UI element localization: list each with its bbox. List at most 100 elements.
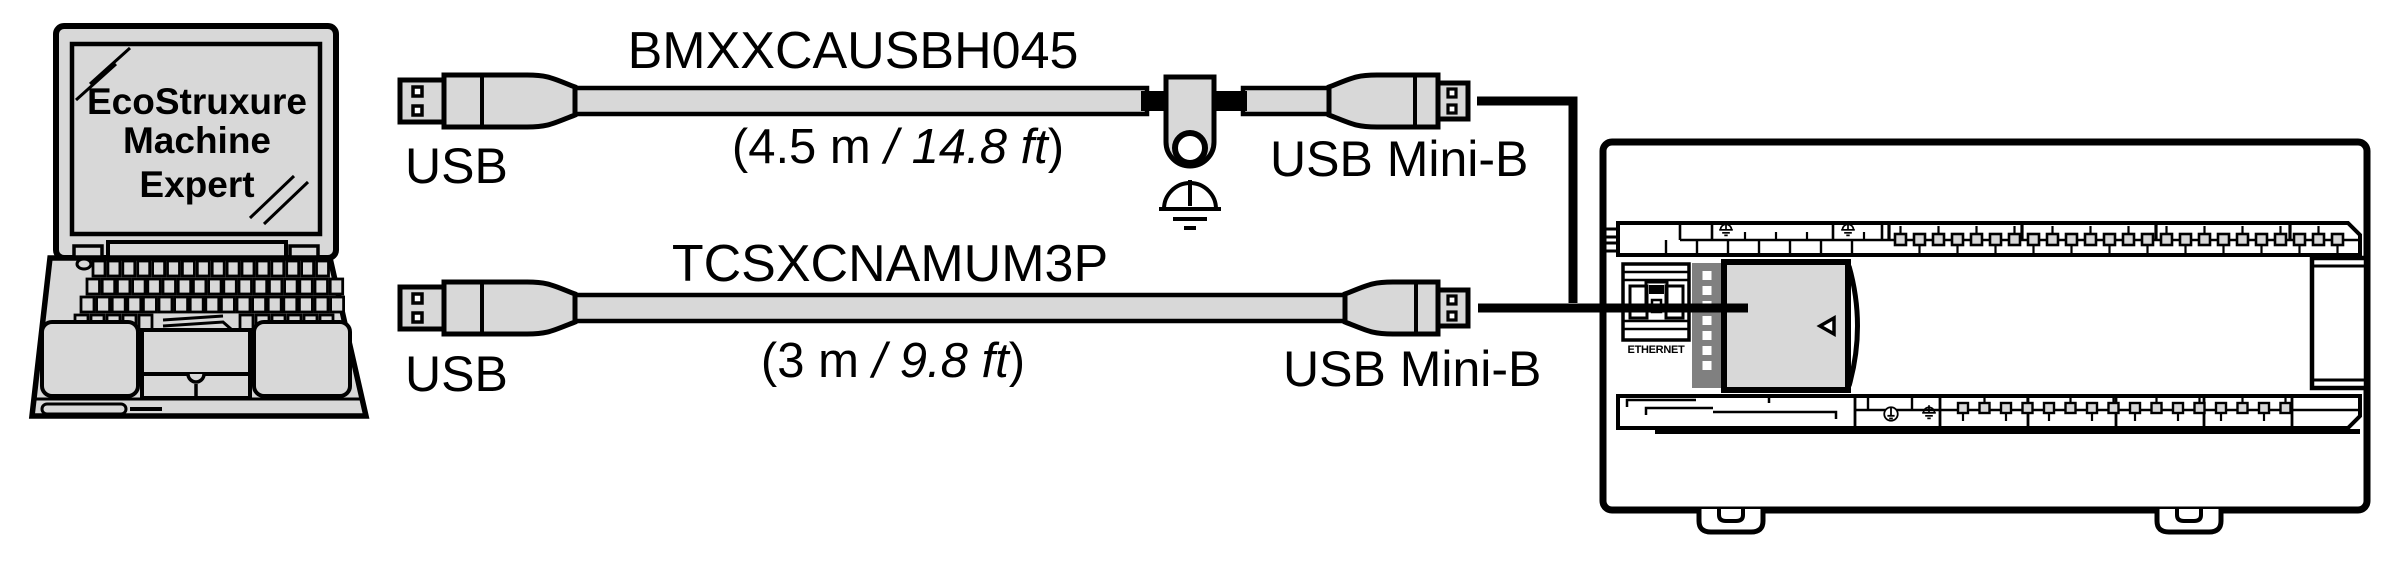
- keyboard-key: [313, 277, 329, 296]
- cable-1: BMXXCAUSBH045 (4.5 m / 14.8 ft) USB USB …: [397, 22, 1528, 230]
- keyboard-key: [116, 277, 132, 296]
- laptop: EcoStruxure Machine Expert: [28, 23, 370, 419]
- keyboard-key: [313, 295, 330, 314]
- keyboard-key: [225, 259, 241, 278]
- keyboard-key: [298, 277, 314, 296]
- cable-2-usb-a-connector: [397, 279, 578, 337]
- keyboard-key: [173, 295, 190, 314]
- terminal-block: [1956, 401, 1970, 415]
- keyboard-key: [121, 259, 137, 278]
- trackpad: [140, 328, 252, 376]
- keyboard-key: [255, 259, 271, 278]
- led-square: [1702, 361, 1712, 370]
- terminal-block: [1931, 232, 1946, 247]
- laptop-screen: [69, 41, 323, 237]
- led-square: [1702, 346, 1712, 355]
- cable-1-usb-a-connector: [397, 72, 578, 130]
- bottom-terminal-strip: [1616, 394, 2362, 434]
- keyboard-key: [166, 259, 181, 278]
- keyboard-key: [237, 277, 253, 296]
- cable-2-usb-label: USB: [405, 346, 508, 402]
- keyboard-key: [300, 259, 316, 278]
- terminal-block: [2214, 401, 2228, 415]
- keyboard-key: [285, 259, 301, 278]
- keyboard-key: [176, 277, 193, 296]
- keyboard-key: [100, 277, 117, 296]
- door-hinge-curve: [1846, 265, 1860, 387]
- keyboard-key: [136, 259, 152, 278]
- keyboard-key: [157, 295, 174, 314]
- front-latch: [40, 402, 128, 416]
- terminal-block: [2171, 401, 2185, 415]
- terminal-block: [2311, 232, 2326, 247]
- keyboard-key: [267, 277, 284, 296]
- keyboard-key: [270, 259, 286, 278]
- usb-a-pin-icon: [411, 311, 424, 324]
- led-square: [1702, 271, 1712, 280]
- terminal-block: [2042, 401, 2056, 415]
- keyboard-key: [191, 277, 208, 296]
- hatch-door: [1721, 259, 1860, 393]
- cable-1-cord-2: [1240, 85, 1332, 117]
- expansion-cover: [2309, 255, 2369, 391]
- terminal-block: [1912, 232, 1927, 247]
- ground-symbol-icon: [1159, 180, 1221, 230]
- cable-2-mini-b-label: USB Mini-B: [1283, 341, 1541, 397]
- cable-1-ground-lug: [1163, 74, 1217, 169]
- terminal-block: [2257, 401, 2271, 415]
- cable-1-usb-label: USB: [405, 138, 508, 194]
- terminal-block: [2279, 401, 2292, 415]
- strip-shadow: [1655, 429, 2360, 434]
- cable-2-cord: [567, 292, 1349, 324]
- terminal-block: [1999, 401, 2013, 415]
- mini-b-pin-icon: [1446, 294, 1458, 306]
- terminal-block: [1893, 232, 1908, 247]
- trackpad-notch: [186, 373, 206, 384]
- keyboard-key: [95, 295, 111, 314]
- keyboard-key: [240, 259, 256, 278]
- terminal-block: [2197, 232, 2212, 247]
- led-strip: [1692, 263, 1722, 388]
- keyboard-key: [85, 277, 101, 296]
- connection-line-cable-1: [1477, 96, 1578, 303]
- keyboard-key: [282, 295, 299, 314]
- mini-b-pin-icon: [1446, 103, 1458, 115]
- keyboard-key: [235, 295, 252, 314]
- terminal-block: [2045, 232, 2060, 247]
- keyboard-key: [91, 259, 107, 278]
- usb-a-pin-icon: [411, 292, 424, 305]
- controller: ETHERNET: [1599, 138, 2371, 535]
- ethernet-label: ETHERNET: [1628, 344, 1685, 356]
- keyboard-key: [238, 313, 255, 332]
- keyboard-key: [222, 277, 238, 296]
- terminal-block: [2064, 232, 2079, 247]
- label-outline: [1713, 410, 1838, 419]
- cable-1-usb-mini-b-connector: [1326, 72, 1471, 130]
- usb-a-pin-icon: [411, 104, 424, 117]
- terminal-block: [1988, 232, 2003, 247]
- terminal-block: [2128, 401, 2142, 415]
- cable-2: TCSXCNAMUM3P (3 m / 9.8 ft) USB USB Mini…: [397, 235, 1541, 402]
- keyboard-key: [141, 295, 158, 314]
- terminal-block: [2159, 232, 2174, 247]
- mini-b-pin-icon: [1446, 87, 1458, 99]
- screen-text-line1: EcoStruxure: [87, 81, 307, 122]
- terminal-block: [1978, 401, 1991, 415]
- terminal-block: [2007, 232, 2022, 247]
- keyboard-key: [188, 295, 205, 314]
- terminal-block: [1950, 232, 1965, 247]
- keyboard-key: [283, 277, 299, 296]
- cable-1-cord: [567, 85, 1150, 117]
- top-terminal-strip: [1603, 221, 2362, 257]
- palmrest-right: [252, 320, 352, 398]
- terminal-block: [2121, 232, 2136, 247]
- keyboard-key: [219, 295, 236, 314]
- cable-2-usb-mini-b-connector: [1342, 279, 1471, 337]
- terminal-block: [2193, 401, 2206, 415]
- keyboard-key: [110, 295, 127, 314]
- screen-shine-lines: [74, 46, 310, 226]
- terminal-block: [2140, 232, 2155, 247]
- terminal-block: [2064, 401, 2077, 415]
